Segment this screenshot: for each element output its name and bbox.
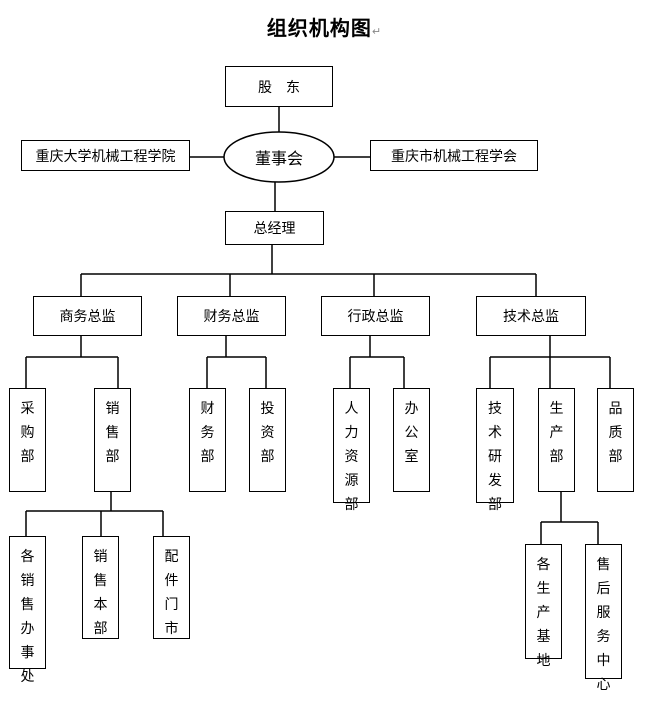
board-ellipse <box>223 131 335 183</box>
node-hr: 人 力 资 源 部 <box>333 388 370 513</box>
node-gm: 总经理 <box>225 211 324 245</box>
node-shareholders: 股 东 <box>225 66 333 107</box>
node-after-sales: 售 后 服 务 中 心 <box>585 544 622 693</box>
node-production-bases: 各 生 产 基 地 <box>525 544 562 669</box>
node-rd: 技 术 研 发 部 <box>476 388 514 513</box>
node-sales: 销 售 部 <box>94 388 131 492</box>
node-finance-director: 财务总监 <box>177 296 286 336</box>
node-tech-director: 技术总监 <box>476 296 586 336</box>
node-commerce-director: 商务总监 <box>33 296 142 336</box>
node-admin-director: 行政总监 <box>321 296 430 336</box>
node-finance-dept: 财 务 部 <box>189 388 226 492</box>
node-parts-store: 配 件 门 市 <box>153 536 190 639</box>
node-sales-hq: 销 售 本 部 <box>82 536 119 639</box>
node-sales-offices: 各 销 售 办 事 处 <box>9 536 46 685</box>
node-left-partner: 重庆大学机械工程学院 <box>21 140 190 171</box>
node-board: 董事会 <box>254 149 303 168</box>
node-office: 办 公 室 <box>393 388 430 492</box>
node-right-partner: 重庆市机械工程学会 <box>370 140 538 171</box>
node-purchasing: 采 购 部 <box>9 388 46 492</box>
node-quality: 品 质 部 <box>597 388 634 492</box>
node-production: 生 产 部 <box>538 388 575 492</box>
node-investment: 投 资 部 <box>249 388 286 492</box>
page-title: 组织机构图↵ <box>266 16 383 40</box>
